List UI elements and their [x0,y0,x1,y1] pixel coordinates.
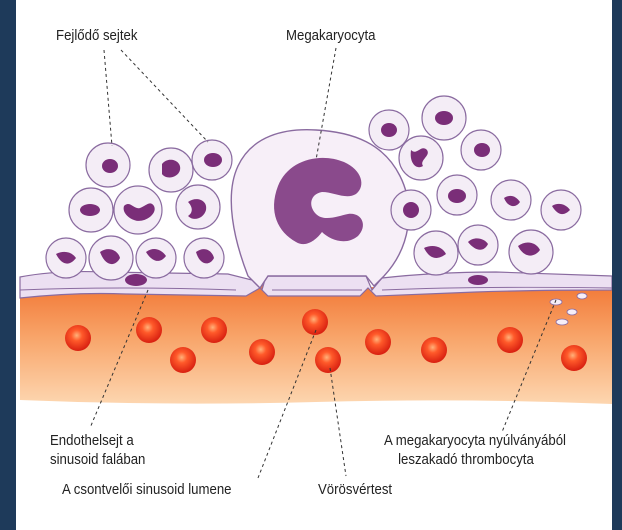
window-frame-left [0,0,16,530]
red-blood-cell [497,327,523,353]
red-blood-cell [65,325,91,351]
red-blood-cell [421,337,447,363]
red-blood-cell [170,347,196,373]
label-megakaryocyte: Megakaryocyta [286,27,376,44]
label-thrombocyte: A megakaryocyta nyúlványából leszakadó t… [384,431,566,469]
label-thrombocyte-line2: leszakadó thrombocyta [398,451,534,468]
thrombocyte [555,318,569,326]
red-blood-cell [302,309,328,335]
red-blood-cell [561,345,587,371]
label-endothelial-cell: Endothelsejt a sinusoid falában [50,431,145,469]
endothelial-nucleus [125,274,147,286]
developing-nuclei-right [381,111,570,258]
label-developing-cells: Fejlődő sejtek [56,27,138,44]
label-endothelial-cell-line2: sinusoid falában [50,451,146,468]
label-sinusoid-lumen: A csontvelői sinusoid lumene [62,481,232,498]
label-red-blood-cell: Vörösvértest [318,481,393,498]
thrombocyte [576,292,588,300]
endothelial-lining [19,270,612,299]
red-blood-cell [249,339,275,365]
megakaryocyte-nucleus [274,157,363,245]
endothelial-gap-line [19,286,612,291]
sinusoid-tissue [20,284,612,404]
thrombocyte [549,298,563,306]
thrombocyte [566,308,578,316]
window-frame-right [612,0,622,530]
label-thrombocyte-line1: A megakaryocyta nyúlványából [384,432,566,449]
red-blood-cell [136,317,162,343]
diagram-canvas: Fejlődő sejtek Megakaryocyta Endothelsej… [16,0,612,530]
developing-nuclei-left [56,153,222,265]
label-endothelial-cell-line1: Endothelsejt a [50,432,134,449]
bone-marrow-diagram [19,47,612,479]
red-blood-cell [365,329,391,355]
megakaryocyte-cell [230,129,410,290]
leader-lines [89,47,557,479]
red-blood-cell [201,317,227,343]
endothelial-nucleus [468,275,488,285]
red-blood-cell [315,347,341,373]
